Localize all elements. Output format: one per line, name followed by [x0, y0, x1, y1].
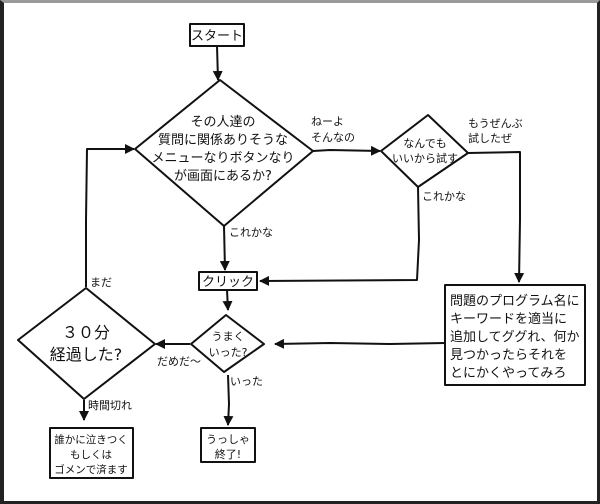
label-try-all-done: もうぜんぶ 試したぜ: [468, 117, 523, 145]
question-menu-diamond: [134, 79, 314, 227]
svg-text:うまく: うまく: [212, 330, 245, 343]
svg-text:キーワードを適当に: キーワードを適当に: [450, 311, 567, 327]
svg-text:もうぜんぶ: もうぜんぶ: [468, 117, 523, 130]
svg-text:もしくは: もしくは: [70, 449, 112, 461]
label-menu-no: ねーよ そんなの: [311, 115, 355, 144]
svg-text:終了!: 終了!: [215, 447, 241, 461]
edge-google-to-worked: [274, 338, 446, 349]
svg-text:経過した?: 経過した?: [50, 345, 123, 364]
done-node-text: うっしゃ 終了!: [206, 433, 250, 461]
edge-click-to-worked: [222, 289, 233, 311]
give-up-text: 誰かに泣きつく もしくは ゴメンで済ます: [54, 433, 128, 476]
edge-try-to-click: [259, 186, 420, 286]
svg-text:ゴメンで済ます: ゴメンで済ます: [54, 463, 128, 476]
svg-text:うっしゃ: うっしゃ: [206, 433, 250, 446]
svg-text:質問に関係ありそうな: 質問に関係ありそうな: [158, 133, 288, 148]
click-node: [198, 271, 258, 291]
svg-text:とにかくやってみろ: とにかくやってみろ: [450, 366, 566, 381]
label-worked-yes: いった: [230, 375, 263, 388]
thirty-minutes-diamond: [17, 287, 156, 400]
edge-worked-to-done: [223, 374, 234, 426]
svg-text:スタート: スタート: [191, 29, 243, 44]
svg-text:問題のプログラム名に: 問題のプログラム名に: [450, 293, 580, 309]
svg-text:その人達の: その人達の: [190, 115, 255, 130]
edge-thirty-to-question: [85, 144, 135, 287]
svg-text:ねーよ: ねーよ: [311, 115, 344, 128]
svg-text:が画面にあるか?: が画面にあるか?: [174, 169, 272, 184]
try-anything-diamond: [380, 114, 469, 188]
click-node-text: クリック: [202, 275, 254, 290]
edge-try-to-google: [467, 151, 525, 283]
svg-text:３０分: ３０分: [62, 323, 110, 342]
svg-text:なんでも: なんでも: [403, 137, 446, 150]
edge-question-to-click: [219, 225, 230, 271]
worked-text: うまく いった?: [209, 330, 248, 359]
label-try-yes: これかな: [422, 190, 466, 203]
question-menu-text: その人達の 質問に関係ありそうな メニューなりボタンなり が画面にあるか?: [151, 115, 294, 184]
start-node-text: スタート: [191, 29, 243, 44]
label-menu-yes: これかな: [229, 226, 273, 239]
label-worked-no: だめだ〜: [157, 355, 201, 368]
svg-text:メニューなりボタンなり: メニューなりボタンなり: [151, 151, 294, 166]
label-timeout: 時間切れ: [88, 399, 132, 412]
try-anything-text: なんでも いいから試す: [392, 137, 458, 165]
done-node: [200, 427, 256, 463]
svg-text:見つかったらそれを: 見つかったらそれを: [450, 348, 567, 363]
start-node: [189, 23, 245, 47]
google-search-box: [444, 284, 586, 386]
svg-text:試したぜ: 試したぜ: [468, 131, 512, 145]
worked-diamond: [190, 314, 265, 373]
svg-text:クリック: クリック: [202, 275, 254, 290]
label-not-yet: まだ: [90, 276, 112, 289]
thirty-minutes-text: ３０分 経過した?: [50, 323, 123, 364]
svg-text:追加してググれ、何か: 追加してググれ、何か: [450, 329, 579, 345]
svg-text:いった?: いった?: [209, 346, 248, 359]
svg-text:誰かに泣きつく: 誰かに泣きつく: [54, 433, 128, 446]
give-up-node: [49, 427, 134, 479]
edge-question-to-try: [312, 145, 381, 156]
google-search-text: 問題のプログラム名に キーワードを適当に 追加してググれ、何か 見つかったらそれ…: [450, 293, 580, 381]
edge-start-to-question: [212, 45, 223, 81]
svg-text:そんなの: そんなの: [311, 131, 355, 144]
svg-text:いいから試す: いいから試す: [392, 151, 458, 165]
